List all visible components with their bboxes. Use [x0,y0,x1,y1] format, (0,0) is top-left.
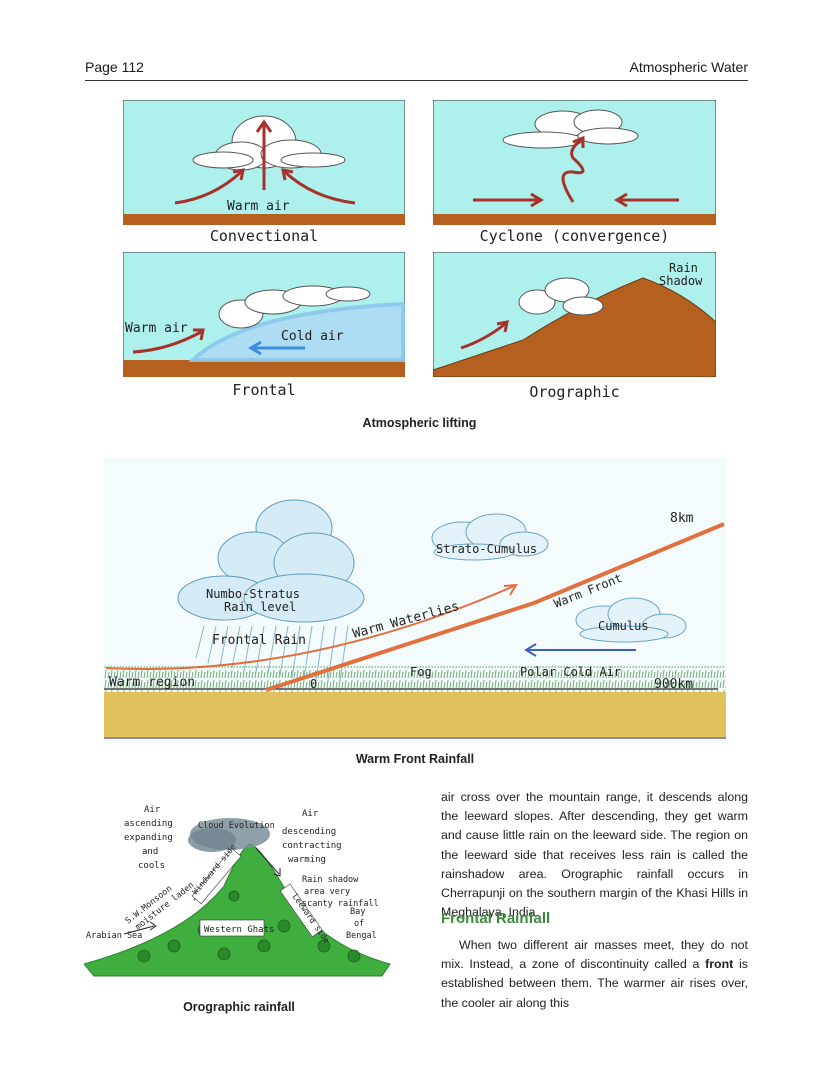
frontal-warm-air-label: Warm air [125,321,188,336]
grass-strip [104,666,726,692]
rain-shadow-line2: area very [304,887,350,897]
rain-streaks [195,625,349,681]
polar-cold-air-label: Polar Cold Air [520,665,621,679]
page-number: Page 112 [85,59,144,75]
cold-air-wedge [188,301,405,362]
rain-shadow-label-line2: Shadow [659,274,703,288]
frontal-warm-arrow [132,328,205,354]
strato-cumulus-label: Strato-Cumulus [436,542,537,556]
bay-label: Bay [350,907,365,917]
frontal-panel: Warm air Cold air [123,252,405,377]
western-ghats-tag [199,919,265,937]
orographic-panel: Rain Shadow [433,252,716,377]
air-descending-line4: warming [288,855,326,865]
convectional-label: Convectional [209,227,319,245]
air-descending-line1: Air [302,809,319,819]
air-ascending-line1: Air [144,805,161,815]
warm-region-label: Warm region [109,675,195,690]
nimbo-stratus-cloud [177,499,365,623]
rain-shadow-line1: Rain shadow [302,875,359,885]
frontal-label: Frontal [232,381,296,399]
paragraph-2-before: When two different air masses meet, they… [441,938,748,972]
origin-zero-label: 0 [310,677,317,691]
cyclone-panel [433,100,716,225]
convergence-arrows [473,135,679,208]
cumulus-cloud-small [575,597,687,643]
air-descending-line3: contracting [282,841,342,851]
leeward-side-tag [279,883,323,938]
height-8km-label: 8km [670,511,694,526]
frontal-rain-label: Frontal Rain [212,633,306,648]
fog-label: Fog [410,665,432,679]
warm-front-caption: Warm Front Rainfall [355,752,475,766]
front-term: front [705,957,734,972]
atmospheric-lifting-caption: Atmospheric lifting [362,416,477,430]
windward-side-tag [191,848,242,905]
of-label: of [354,919,364,929]
distance-900km-label: 900km [654,677,693,692]
paragraph-1-text: air cross over the mountain range, it de… [441,790,748,920]
convectional-warm-air-label: Warm air [227,199,290,214]
paragraph-2-after: is established between them. The warmer … [441,957,748,1010]
air-ascending-line2: ascending [124,819,173,829]
frontal-cold-arrow [248,340,305,356]
chapter-title: Atmospheric Water [629,59,748,75]
warm-front-diagram: 8km Strato-Cumulus Numbo-Stratus Rain le… [104,458,726,743]
air-ascending-line3: expanding [124,833,173,843]
cyclone-cloud [502,109,639,149]
strato-cumulus-cloud [431,513,549,561]
air-ascending-line4: and [142,847,158,857]
rain-level-label: Rain level [224,600,296,614]
orographic-rainfall-caption: Orographic rainfall [183,1000,295,1014]
orographic-cloud [518,277,604,316]
western-ghats-label: Western Ghats [204,925,274,935]
header-rule [85,80,748,81]
warm-air-flow-arrow [105,585,515,670]
nimbo-stratus-label: Numbo-Stratus [206,587,300,601]
air-ascending-line5: cools [138,861,165,871]
soil-layer [104,692,726,737]
orographic-arrow [460,320,509,350]
cloud-evolution-label: Cloud Evolution [198,821,275,831]
body-paragraph-2: When two different air masses meet, they… [441,936,748,1013]
orographic-rainfall-diagram: Windward side Leeward side Western Ghats… [84,796,394,986]
cumulus-label: Cumulus [598,619,649,633]
rain-shadow-line3: scanty rainfall [302,899,379,909]
frontal-cloud [218,285,371,329]
body-paragraph-1: air cross over the mountain range, it de… [441,788,748,922]
rising-air-arrows [174,119,356,205]
cyclone-label: Cyclone (convergence) [479,227,670,245]
air-descending-line2: descending [282,827,336,837]
convectional-panel: Warm air [123,100,405,225]
warm-front-surface [265,522,725,692]
trees [137,890,361,963]
bengal-label: Bengal [346,931,377,941]
rain-shadow-label-line1: Rain [669,261,698,275]
paragraph-2-text: When two different air masses meet, they… [441,936,748,1013]
mountain [433,277,716,377]
arabian-sea-label: Arabian Sea [86,931,142,941]
frontal-cold-air-label: Cold air [281,329,344,344]
section-heading-frontal-rainfall: Frontal Rainfall [441,910,551,927]
orographic-label: Orographic [529,383,620,401]
